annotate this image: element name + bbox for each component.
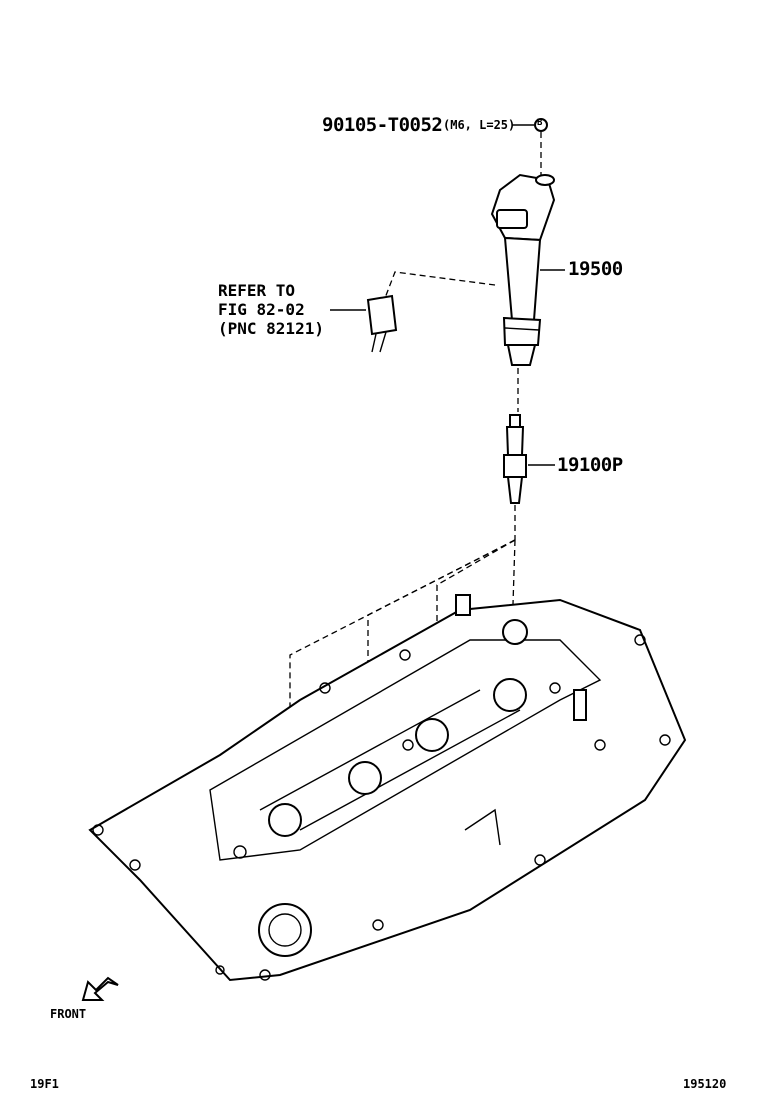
guide-line-3 — [436, 539, 516, 730]
front-arrow-icon — [81, 976, 119, 1001]
footer-left-code: 19F1 — [30, 1077, 59, 1091]
ignition-coil-drawing[interactable] — [490, 173, 556, 412]
marker-b-label: B — [537, 118, 543, 128]
marker-b-circle — [534, 118, 548, 132]
spark-plug-part-number[interactable]: 19100P — [557, 454, 623, 476]
refer-line-3: (PNC 82121) — [218, 319, 324, 338]
refer-line-1: REFER TO — [218, 281, 296, 300]
spark-plug-drawing[interactable] — [503, 414, 527, 540]
footer-right-code: 195120 — [683, 1077, 727, 1091]
bolt-spec: (M6, L=25) — [443, 118, 516, 132]
connector-drawing[interactable] — [366, 271, 496, 353]
cylinder-head-cover-drawing — [88, 594, 687, 982]
ignition-coil-part-number[interactable]: 19500 — [568, 258, 623, 280]
bolt-part-number[interactable]: 90105-T0052 — [322, 114, 443, 136]
front-label: FRONT — [50, 1007, 87, 1021]
refer-line-2[interactable]: FIG 82-02 — [218, 300, 305, 319]
